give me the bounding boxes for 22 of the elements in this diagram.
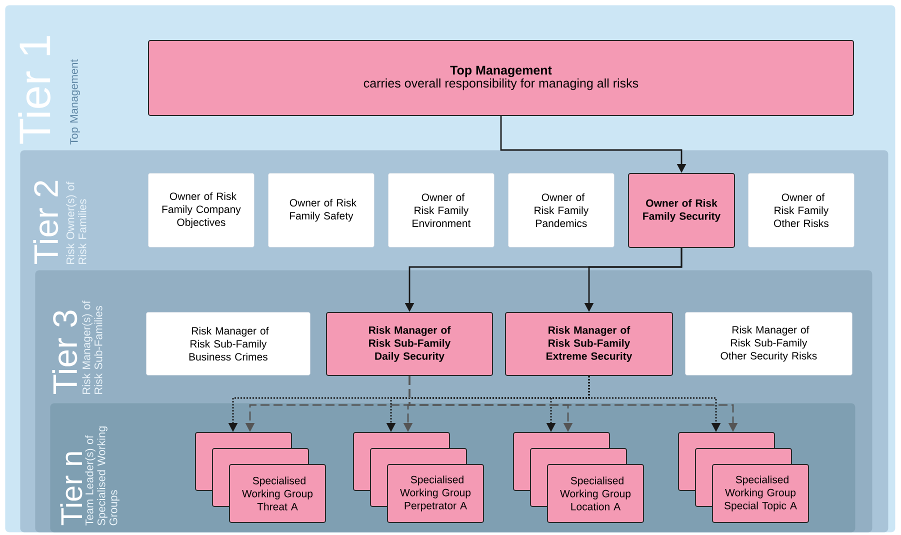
role-box: Risk Manager of Risk Sub-Family Daily Security — [326, 312, 493, 376]
role-box: Risk Manager of Risk Sub-Family Other Security Risks — [685, 312, 852, 376]
tier-description: Risk Owner(s) of Risk Families — [66, 182, 86, 264]
role-box: Specialised Working Group Special Topic A — [712, 464, 809, 523]
role-box: Owner of Risk Family Company Objectives — [148, 173, 254, 248]
role-box: Specialised Working Group Location A — [547, 464, 644, 523]
role-box: Owner of Risk Family Security — [628, 173, 735, 248]
tier-description: Risk Manager(s) of Risk Sub-Families — [82, 300, 102, 394]
tier-label: Tier 2 — [33, 180, 58, 264]
tier-description: Team Leader(s) of Specialised Working Groups — [85, 426, 120, 526]
management-box: Top Management carries overall responsibility for managing all risks — [148, 40, 854, 116]
role-box: Specialised Working Group Threat A — [229, 464, 326, 523]
tier-label: Tier n — [60, 452, 82, 526]
role-box: Owner of Risk Family Safety — [268, 173, 374, 248]
role-box: Risk Manager of Risk Sub-Family Business Crimes — [146, 312, 310, 376]
tier-description: Top Management — [70, 59, 80, 145]
role-box: Owner of Risk Family Environment — [388, 173, 494, 248]
role-box: Owner of Risk Family Other Risks — [748, 173, 854, 248]
role-box: Risk Manager of Risk Sub-Family Extreme Security — [505, 312, 673, 376]
role-box: Owner of Risk Family Pandemics — [508, 173, 614, 248]
role-box: Specialised Working Group Perpetrator A — [387, 464, 484, 523]
tier-label: Tier 3 — [52, 310, 78, 394]
